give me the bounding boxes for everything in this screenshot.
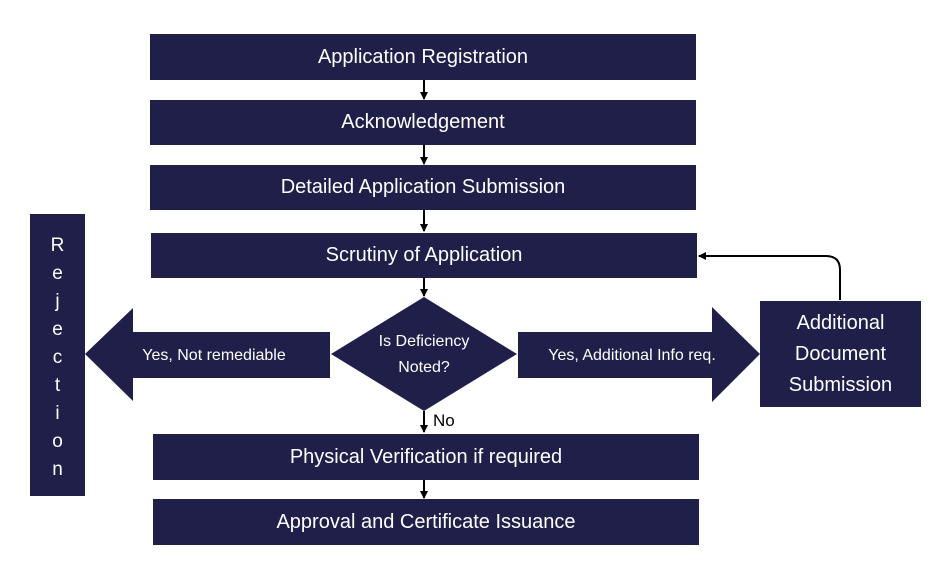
step-approval-certificate-issuance: Approval and Certificate Issuance (153, 499, 699, 545)
rejection-letter: R (50, 235, 65, 256)
rejection-letter: c (52, 347, 63, 368)
step-acknowledgement-label: Acknowledgement (341, 111, 505, 133)
step-additional-document-submission: Additional Document Submission (760, 301, 921, 407)
step-acknowledgement: Acknowledgement (150, 100, 696, 145)
decision-label-line1: Is Deficiency (379, 333, 470, 350)
step-scrutiny-of-application: Scrutiny of Application (151, 233, 697, 278)
step-detailed-application-submission: Detailed Application Submission (150, 165, 696, 210)
step-scrutiny-of-application-label: Scrutiny of Application (325, 244, 523, 266)
additional-label-line1: Additional (796, 311, 885, 334)
branch-label-additional-info: Yes, Additional Info req. (548, 347, 716, 364)
step-physical-verification-label: Physical Verification if required (289, 445, 563, 468)
step-application-registration-label: Application Registration (317, 45, 529, 68)
additional-label-line3: Submission (788, 373, 893, 396)
step-approval-certificate-issuance-label: Approval and Certificate Issuance (276, 510, 576, 533)
step-physical-verification: Physical Verification if required (153, 434, 699, 480)
connector-feedback-loop (698, 252, 841, 300)
decision-diamond (331, 297, 517, 411)
branch-arrow-left (85, 308, 330, 401)
branch-arrow-right (518, 307, 760, 402)
rejection-letter: o (52, 431, 63, 452)
decision-label-line2: Noted? (398, 359, 450, 376)
rejection-letter: n (52, 459, 63, 480)
step-application-registration: Application Registration (150, 34, 696, 80)
step-detailed-application-submission-label: Detailed Application Submission (280, 176, 566, 198)
branch-label-not-remediable: Yes, Not remediable (142, 347, 286, 364)
rejection-letter: e (52, 263, 63, 284)
rejection-letter: t (54, 375, 61, 396)
rejection-letter: j (55, 291, 60, 312)
rejection-box (30, 214, 85, 496)
rejection-letter: i (55, 403, 60, 424)
rejection-letter: e (52, 319, 63, 340)
additional-label-line2: Document (794, 342, 887, 365)
branch-label-no: No (433, 411, 455, 430)
